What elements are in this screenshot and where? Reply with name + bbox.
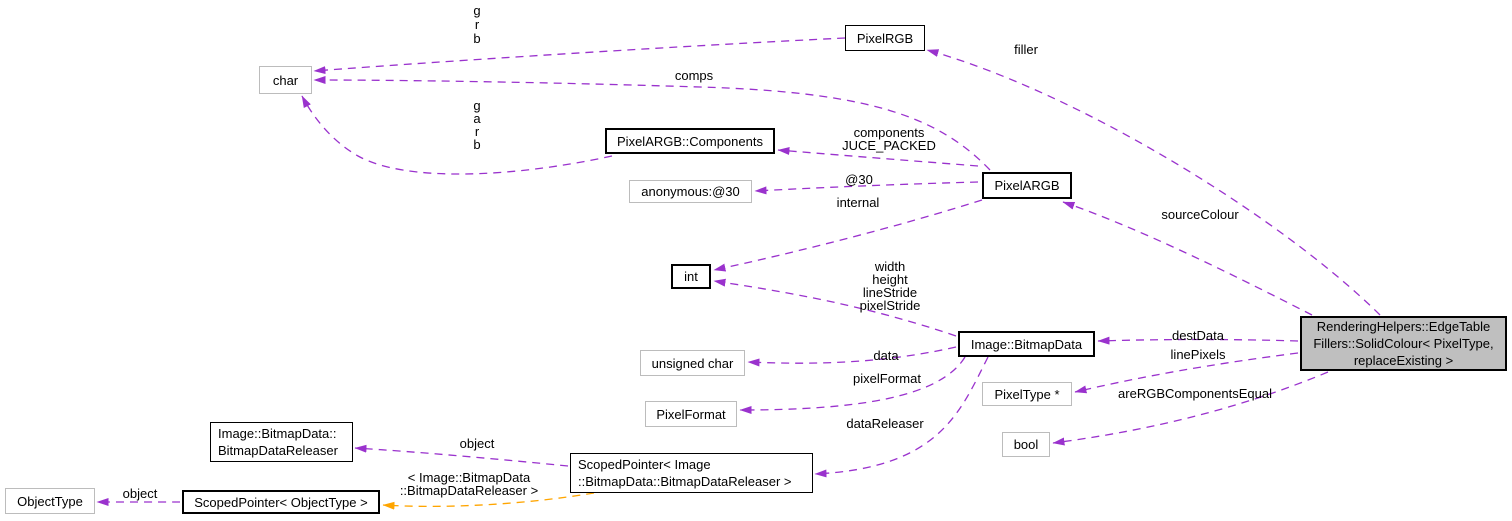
node-scopedpointer-bitmapdatareleaser[interactable]: ScopedPointer< Image ::BitmapData::Bitma… [570, 453, 813, 493]
edge-main-to-bool [1052, 371, 1329, 446]
node-bool: bool [1002, 432, 1050, 457]
edge-main-to-pixeltype-linepixels [1074, 352, 1299, 394]
node-unsigned-char: unsigned char [640, 350, 745, 376]
edge-label-garb: g a r b [473, 98, 481, 152]
edge-label-filler: filler [1014, 42, 1038, 57]
node-pixelargb[interactable]: PixelARGB [982, 172, 1072, 199]
edge-template-instance [382, 492, 595, 510]
node-image-bitmapdata[interactable]: Image::BitmapData [958, 331, 1095, 357]
edge-label-sourcecolour: sourceColour [1161, 207, 1239, 222]
edge-pixelargb-to-components [777, 146, 979, 167]
edge-label-object-releaser: object [459, 436, 495, 451]
node-renderinghelpers-solidcolour: RenderingHelpers::EdgeTable Fillers::Sol… [1300, 316, 1507, 371]
edge-main-to-bitmapdata-destdata [1097, 336, 1299, 345]
node-bitmapdatareleaser[interactable]: Image::BitmapData:: BitmapDataReleaser [210, 422, 353, 462]
edge-label-destdata: destData [1171, 328, 1225, 343]
edge-pixelargb-to-char-comps [313, 76, 991, 171]
edge-main-to-pixelrgb-filler [926, 49, 1381, 316]
edge-label-datareleaser: dataReleaser [846, 416, 924, 431]
edge-label-at30: @30 [845, 172, 873, 187]
edge-pixelrgb-to-char [313, 37, 846, 75]
edge-label-linepixels: linePixels [1170, 347, 1226, 362]
edge-pixelargb-to-int-internal [713, 199, 983, 272]
node-pixeltype-ptr: PixelType * [982, 382, 1072, 406]
node-objecttype: ObjectType [5, 488, 95, 514]
node-scopedpointer-objecttype[interactable]: ScopedPointer< ObjectType > [182, 490, 380, 514]
edge-label-template-args: < Image::BitmapData ::BitmapDataReleaser… [399, 470, 539, 498]
node-pixelrgb[interactable]: PixelRGB [845, 25, 925, 51]
edge-bitmapdata-to-pixelformat [739, 356, 966, 414]
edge-bitmapdata-to-uchar-data [747, 346, 957, 367]
edge-components-to-char-garb [301, 95, 613, 175]
edge-label-pixelformat: pixelFormat [853, 371, 921, 386]
edge-spimage-to-releaser-object [354, 444, 569, 467]
node-pixelargb-components[interactable]: PixelARGB::Components [605, 128, 775, 154]
edge-label-grb: g r b [473, 3, 481, 46]
edge-label-object-objecttype: object [122, 486, 158, 501]
edge-main-to-pixelargb-sourcecolour [1062, 201, 1313, 316]
edge-label-comps: comps [674, 68, 714, 83]
node-pixelformat: PixelFormat [645, 401, 737, 427]
edge-bitmapdata-to-int [713, 278, 957, 337]
edge-label-arergbcomponentsequal: areRGBComponentsEqual [1118, 386, 1272, 401]
node-int[interactable]: int [671, 264, 711, 289]
edge-label-internal: internal [836, 195, 880, 210]
edge-label-components-jucepacked: components JUCE_PACKED [842, 125, 936, 153]
node-anonymous-at30: anonymous:@30 [629, 180, 752, 203]
node-char: char [259, 66, 312, 94]
edge-label-width-height-stride: width height lineStride pixelStride [859, 259, 921, 313]
edge-label-data: data [873, 348, 899, 363]
